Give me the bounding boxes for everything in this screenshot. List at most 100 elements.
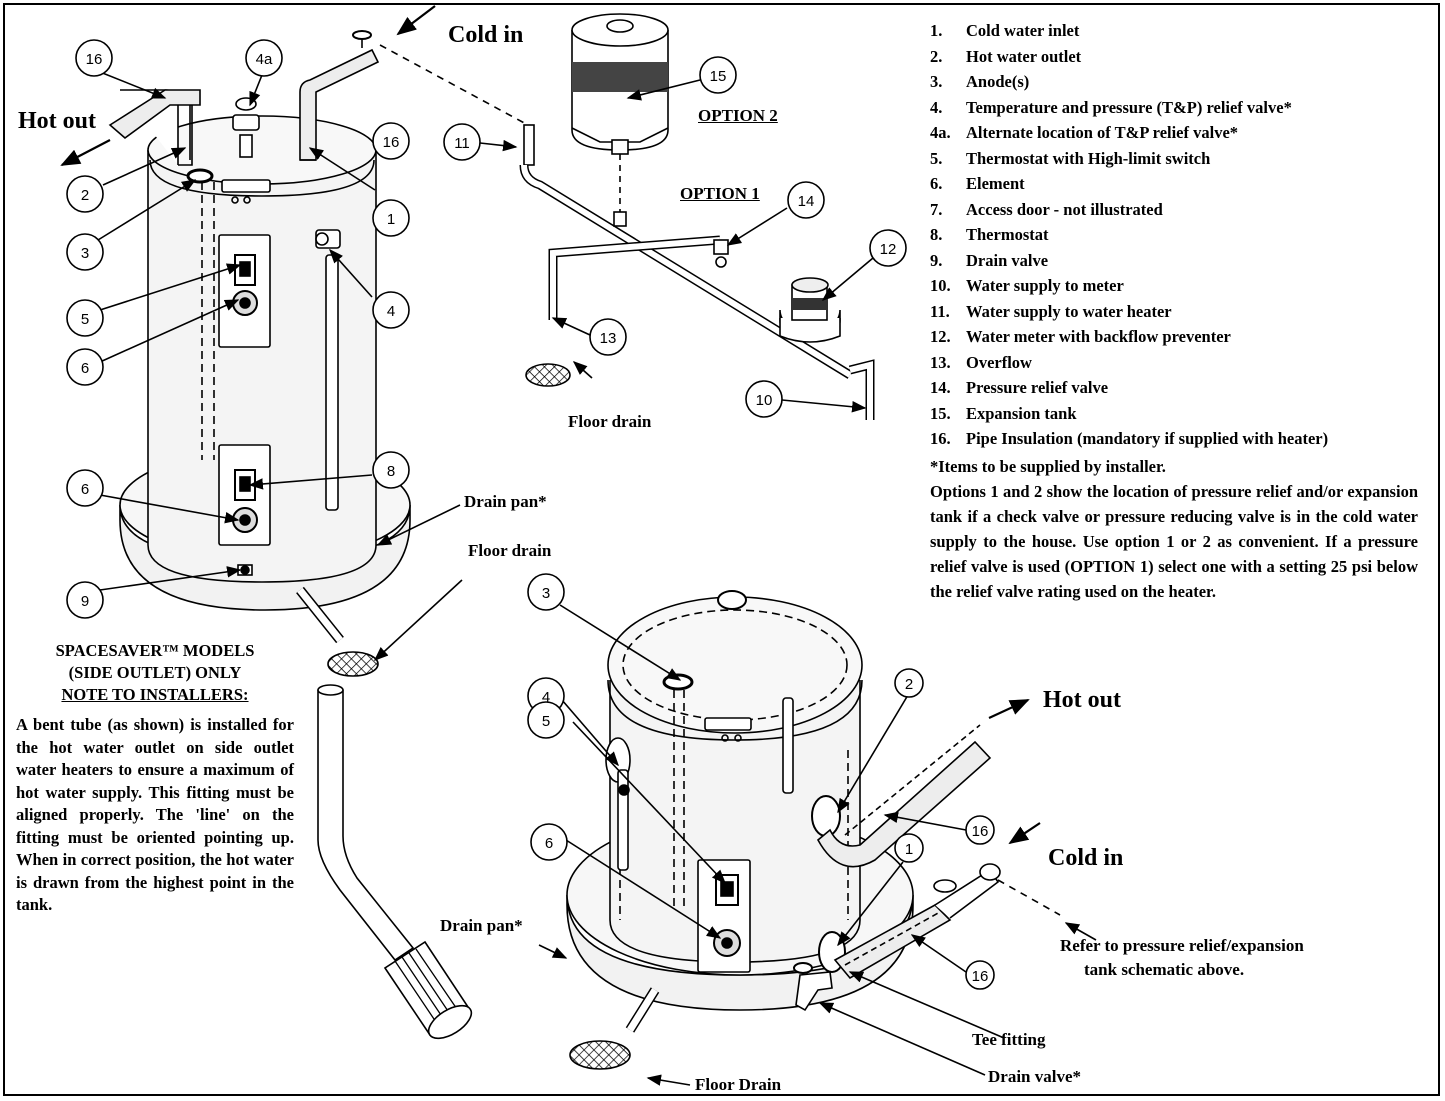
callout-text: 16 <box>972 823 989 840</box>
legend-item-number: 15. <box>930 403 951 423</box>
callout-text: 13 <box>600 330 617 347</box>
callout-text: 9 <box>81 593 89 610</box>
callout-text: 15 <box>710 68 727 85</box>
left-water-heater <box>108 30 411 677</box>
legend-item-number: 13. <box>930 352 951 372</box>
legend-item-text: Hot water outlet <box>966 46 1082 66</box>
legend-item-number: 6. <box>930 174 943 193</box>
callout-6b <box>66 469 104 507</box>
legend-item-text: Expansion tank <box>966 403 1077 423</box>
callout-16c <box>965 960 995 990</box>
callout-text: 1 <box>905 841 913 858</box>
legend-item: 5. Thermostat with High-limit switch <box>930 146 1418 172</box>
note-to-installers: NOTE TO INSTALLERS: <box>61 685 249 704</box>
callout-14 <box>787 181 825 219</box>
option-1-label: OPTION 1 <box>680 184 760 203</box>
callout-15 <box>699 56 737 94</box>
legend-item: 1.Cold water inlet <box>930 18 1418 44</box>
legend-item: 15. Expansion tank <box>930 401 1418 427</box>
legend-item: 7.Access door - not illustrated <box>930 197 1418 223</box>
callout-text: 4 <box>542 689 550 706</box>
legend-item: 10.Water supply to meter <box>930 273 1418 299</box>
legend-item-text: Thermostat with High-limit switch <box>966 148 1211 168</box>
callout-9 <box>66 581 104 619</box>
callout-text: 14 <box>798 193 815 210</box>
callout-text: 16 <box>86 51 103 68</box>
leader-lines <box>97 71 1097 1086</box>
callout-3b <box>527 573 565 611</box>
callout-2 <box>66 175 104 213</box>
legend-item-number: 1. <box>930 21 943 40</box>
tee-fitting-label: Tee fitting <box>972 1030 1046 1049</box>
callout-text: 11 <box>454 135 470 152</box>
legend-item-text: Alternate location of T&P relief valve* <box>966 123 1239 142</box>
callout-11 <box>443 123 481 161</box>
callout-10 <box>745 380 783 418</box>
refer-note-line2: tank schematic above. <box>1084 960 1245 979</box>
legend-item: 4. Temperature and pressure (T&P) relief … <box>930 95 1418 121</box>
legend-item-text: Pressure relief valve <box>966 378 1109 397</box>
callout-text: 16 <box>972 968 989 985</box>
legend-item: 13.Overflow <box>930 350 1418 376</box>
legend-item-text: Pipe Insulation (mandatory if supplied w… <box>966 429 1329 448</box>
legend-item-text: Thermostat <box>966 225 1049 244</box>
legend-item-number: 16. <box>930 429 951 448</box>
legend-item-number: 8. <box>930 225 943 244</box>
drain-pan-label-bottom: Drain pan* <box>440 916 523 935</box>
legend-item-number: 4. <box>930 97 943 117</box>
callout-text: 5 <box>542 713 550 730</box>
spacesaver-title-1: SPACESAVER™ MODELS <box>55 641 255 660</box>
callout-13 <box>589 318 627 356</box>
option-2-label: OPTION 2 <box>698 106 778 125</box>
callout-text: 2 <box>905 676 913 693</box>
legend-item-text: Anode(s) <box>966 72 1030 91</box>
cold-in-label: Cold in <box>448 22 524 48</box>
floor-drain-label-left: Floor drain <box>468 541 552 560</box>
diagram-frame <box>3 3 1440 1096</box>
callout-12 <box>869 229 907 267</box>
callout-text: 6 <box>545 835 553 852</box>
legend-item-text: Element <box>966 174 1025 193</box>
bottom-water-heater <box>566 590 1061 1070</box>
legend-item-text: Temperature and pressure (T&P) relief va… <box>966 97 1292 117</box>
spacesaver-title-2: (SIDE OUTLET) ONLY <box>68 663 242 682</box>
legend-item: 8. Thermostat <box>930 222 1418 248</box>
legend-item-number: 12. <box>930 327 951 346</box>
floor-drain-label-bottom: Floor Drain <box>695 1075 782 1094</box>
legend-item-text: Drain valve <box>966 250 1049 270</box>
hot-out-label-bottom: Hot out <box>1043 687 1121 713</box>
legend-item-number: 5. <box>930 148 943 168</box>
callout-text: 4 <box>387 303 395 320</box>
legend-item-text: Water supply to meter <box>966 276 1124 295</box>
callout-6c <box>530 823 568 861</box>
legend-item-number: 14. <box>930 378 951 397</box>
callout-5b <box>527 701 565 739</box>
callout-4 <box>372 291 410 329</box>
cold-in-label-bottom: Cold in <box>1048 845 1124 871</box>
callout-16-left <box>75 39 113 77</box>
legend-item-number: 9. <box>930 250 943 270</box>
callouts <box>66 39 995 990</box>
callout-4a <box>245 39 283 77</box>
legend-item: 12.Water meter with backflow preventer <box>930 324 1418 350</box>
hot-out-label: Hot out <box>18 108 96 134</box>
callout-1 <box>372 199 410 237</box>
legend-footnote: *Items to be supplied by installer. <box>930 456 1166 476</box>
legend-item: 9. Drain valve <box>930 248 1418 274</box>
legend-item: 3.Anode(s) <box>930 69 1418 95</box>
callout-5 <box>66 299 104 337</box>
callout-text: 8 <box>387 463 395 480</box>
floor-drain-label-top: Floor drain <box>568 412 652 431</box>
legend-item-number: 11. <box>930 301 950 321</box>
legend-item-text: Water supply to water heater <box>966 301 1172 321</box>
callout-3 <box>66 233 104 271</box>
legend-item-number: 4a. <box>930 123 951 142</box>
expansion-schematic <box>379 13 875 420</box>
flow-arrows <box>60 5 1041 845</box>
spacesaver-note: SPACESAVER™ MODELS (SIDE OUTLET) ONLY NO… <box>16 640 294 917</box>
legend-item: 2.Hot water outlet <box>930 44 1418 70</box>
callout-16b <box>965 815 995 845</box>
